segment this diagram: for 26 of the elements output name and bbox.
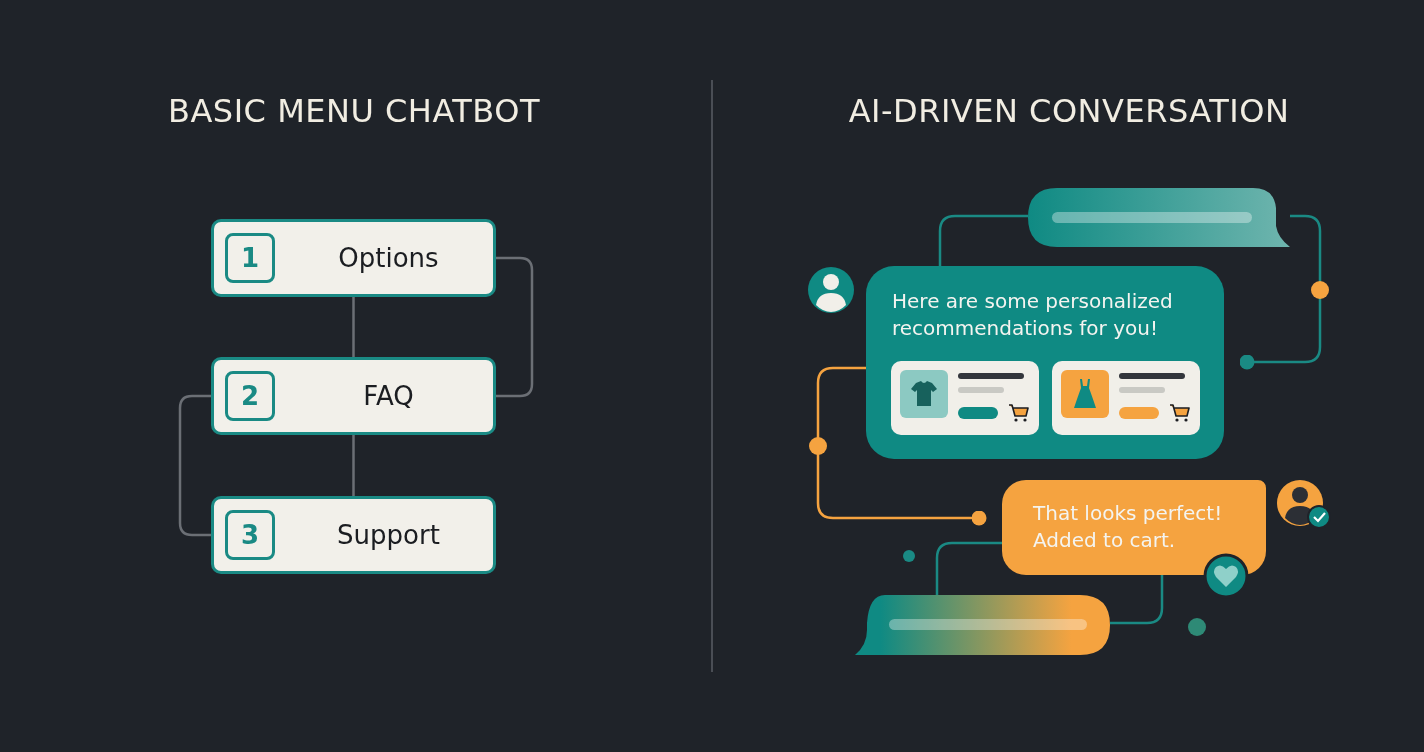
option-label: Support — [337, 520, 440, 550]
connector-line — [1239, 214, 1322, 370]
chat-bubble — [866, 266, 1224, 459]
connector-line — [1110, 575, 1164, 625]
option-number: 2 — [225, 371, 275, 421]
message-text: That looks perfect! Added to cart. — [1033, 500, 1224, 554]
menu-option-box — [211, 496, 496, 574]
speech-bubble — [855, 595, 1110, 655]
connector-line — [178, 394, 211, 537]
message-text: Here are some personalized recommendations for you! — [892, 288, 1174, 342]
option-label: Options — [338, 243, 439, 273]
connector-line — [816, 366, 987, 526]
option-number: 3 — [225, 510, 275, 560]
option-label: FAQ — [363, 381, 414, 411]
speech-bubble — [1028, 188, 1290, 247]
connector-line — [935, 541, 1002, 595]
connector-line — [938, 214, 1028, 266]
connector-line — [352, 297, 355, 357]
chat-bubble — [1002, 480, 1266, 575]
connector-line — [496, 256, 534, 398]
menu-option-box — [211, 219, 496, 297]
menu-option-box — [211, 357, 496, 435]
option-number: 1 — [225, 233, 275, 283]
connector-line — [352, 435, 355, 496]
section-heading: BASIC MENU CHATBOT — [168, 92, 540, 130]
section-heading: AI-DRIVEN CONVERSATION — [848, 92, 1290, 130]
